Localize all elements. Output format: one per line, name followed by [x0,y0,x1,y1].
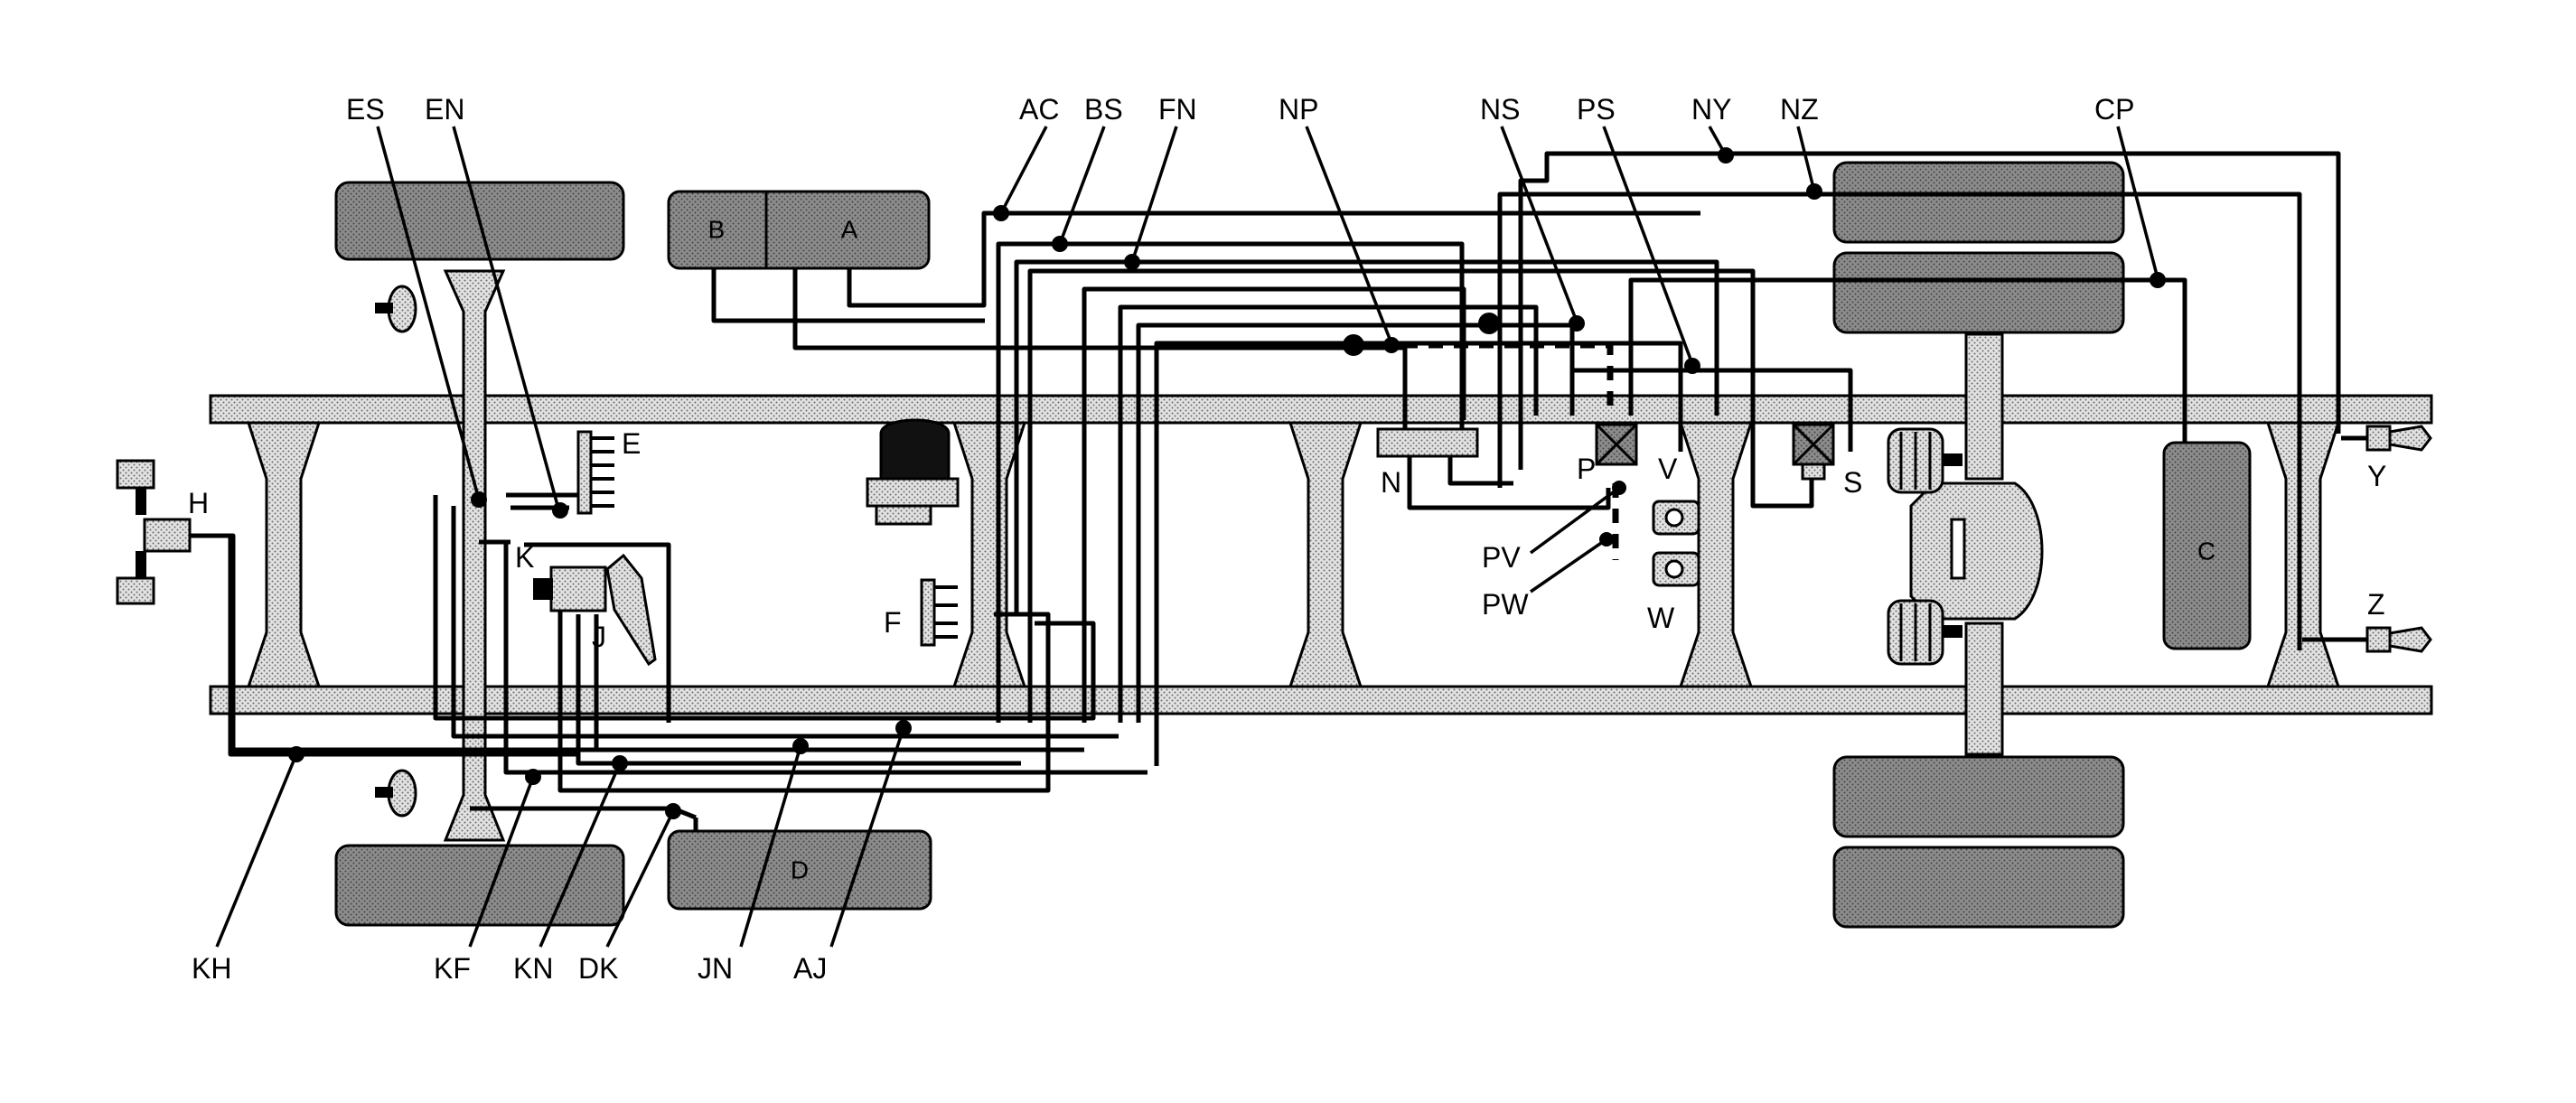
valve-p-icon [1595,423,1638,466]
component-label-S: S [1843,466,1862,499]
tire-icon [334,844,625,927]
component-label-H: H [188,487,209,519]
label-KN: KN [513,952,553,985]
valves [116,285,2432,818]
tire-icon [1832,161,2125,244]
label-PW: PW [1482,588,1529,621]
rear-axle-upper-icon [1964,332,2004,481]
differential-plate-icon [1950,518,1966,580]
component-labels: B A C D E F H K J N P S V W Y Z [188,215,2386,883]
label-AC: AC [1019,93,1059,126]
air-tank-a-icon [667,190,931,270]
manifold-e-icon [576,430,614,515]
frame-rail-lower-icon [209,685,2433,715]
label-JN: JN [698,952,733,985]
component-label-N: N [1381,466,1401,499]
cross-member-icon [2265,421,2341,688]
air-tank-c-icon [2162,441,2252,650]
component-label-P: P [1577,453,1596,485]
manifold-f-icon [920,578,958,647]
air-tank-d-icon [667,829,932,911]
label-AJ: AJ [793,952,827,985]
label-NY: NY [1691,93,1731,126]
foot-valve-k-icon [533,553,657,667]
label-KF: KF [434,952,471,985]
brake-chamber-icon [375,285,417,333]
valve-h-icon [116,459,192,605]
component-label-Y: Y [2367,460,2386,492]
label-PS: PS [1577,93,1616,126]
component-label-A: A [841,215,858,243]
brake-chamber-icon [1887,427,1962,494]
component-label-D: D [791,855,809,883]
axle-differential-icon [1909,481,2044,621]
label-FN: FN [1158,93,1197,126]
tire-icon [1832,755,2125,838]
tire-icon [1832,251,2125,334]
component-label-J: J [592,621,606,653]
component-label-W: W [1647,602,1675,634]
air-tanks [667,190,2252,911]
air-lines [210,151,2341,831]
label-DK: DK [578,952,618,985]
gladhand-z-icon [2302,626,2432,653]
tires [334,161,2125,929]
label-BS: BS [1084,93,1123,126]
line-labels: ES EN AC BS FN NP NS PS NY NZ CP PV PW K… [192,93,2134,985]
air-dryer-icon [866,418,960,526]
label-ES: ES [346,93,385,126]
component-label-F: F [884,606,902,639]
component-label-Z: Z [2367,588,2385,621]
label-KH: KH [192,952,231,985]
brake-chamber-icon [375,769,417,818]
label-CP: CP [2094,93,2134,126]
tire-icon [1832,846,2125,929]
dashed-control-lines [1378,341,1619,560]
valve-s-icon [1792,423,1835,481]
component-label-V: V [1658,453,1678,485]
valve-v-icon [1652,500,1700,536]
brake-chamber-icon [1887,599,1962,666]
label-PV: PV [1482,541,1521,574]
label-EN: EN [425,93,464,126]
label-NP: NP [1279,93,1318,126]
component-label-B: B [708,215,726,243]
component-label-K: K [515,541,534,574]
component-label-C: C [2197,537,2215,565]
component-label-E: E [622,427,641,460]
frame-rail-upper-icon [209,394,2433,425]
chassis-frame [209,269,2433,842]
relay-valve-n-icon [1376,427,1479,458]
label-NS: NS [1480,93,1520,126]
leader-lines [215,126,2159,948]
label-NZ: NZ [1780,93,1819,126]
gladhand-y-icon [2341,425,2432,452]
cross-member-icon [1288,421,1363,688]
cross-member-icon [951,421,1027,688]
cross-member-icon [246,421,322,688]
rear-axle-lower-icon [1964,622,2004,756]
valve-w-icon [1652,551,1700,587]
